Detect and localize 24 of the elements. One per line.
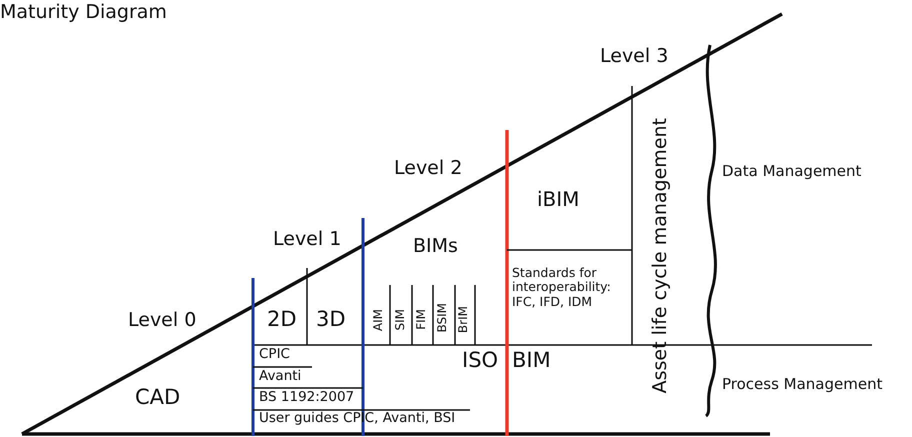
model-type-label: AIM bbox=[372, 309, 386, 332]
section-label: 3D bbox=[316, 307, 346, 332]
model-type-label: BSIM bbox=[436, 303, 450, 333]
standard-label: CPIC bbox=[259, 347, 290, 363]
diagram-title: Maturity Diagram bbox=[0, 2, 167, 24]
section-label: BIM bbox=[512, 348, 551, 372]
model-type-label: BrIM bbox=[457, 306, 471, 334]
model-type-label: FIM bbox=[415, 309, 429, 330]
section-label: CAD bbox=[135, 385, 180, 410]
standard-label: BS 1192:2007 bbox=[259, 390, 354, 406]
level-label: Level 3 bbox=[600, 46, 668, 68]
level-label: Level 2 bbox=[394, 158, 462, 180]
level-label: Level 1 bbox=[273, 229, 342, 251]
section-label: iBIM bbox=[537, 188, 580, 211]
standards-note: Standards for interoperability: IFC, IFD, IDM bbox=[512, 266, 612, 310]
model-type-label: SIM bbox=[394, 309, 408, 331]
level-label: Level 0 bbox=[128, 310, 196, 332]
area-label: Process Management bbox=[722, 376, 882, 394]
section-label: ISO bbox=[462, 348, 498, 372]
standard-label: Avanti bbox=[259, 369, 302, 385]
section-label: 2D bbox=[267, 307, 297, 332]
area-label: Data Management bbox=[722, 163, 862, 180]
vertical-label: Asset life cycle management bbox=[650, 118, 672, 394]
section-label: BIMs bbox=[413, 236, 458, 258]
